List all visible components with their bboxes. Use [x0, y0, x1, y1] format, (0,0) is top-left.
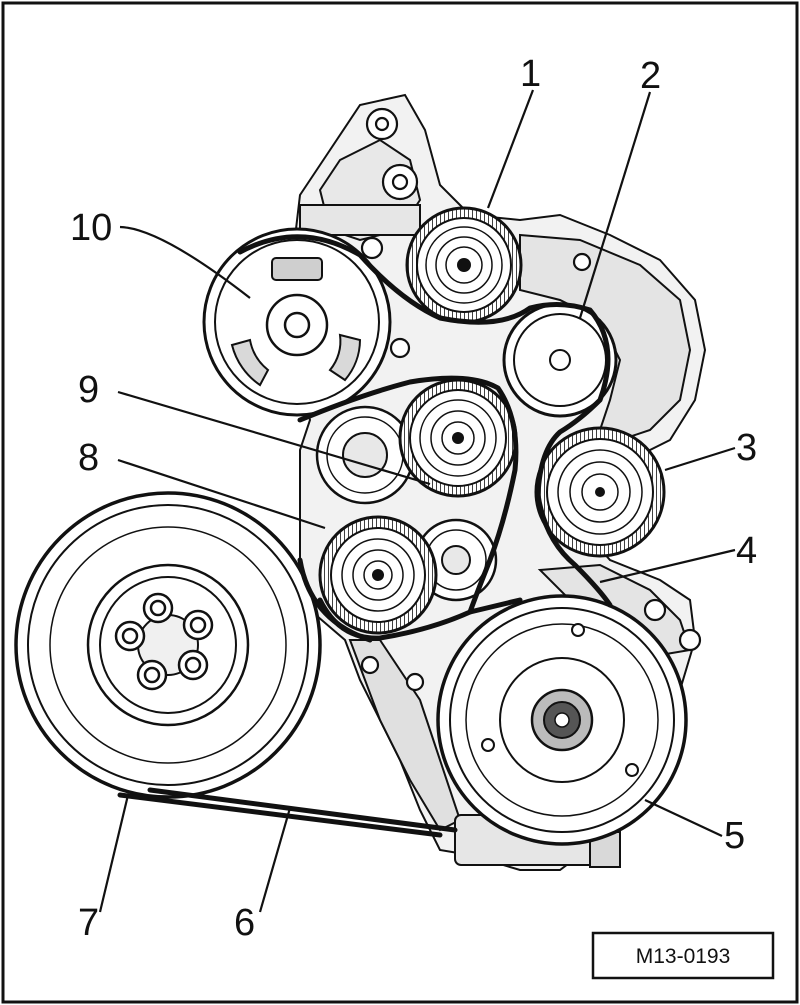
callout-1: 1	[520, 53, 541, 95]
bracket-bolts	[360, 107, 702, 692]
pulley-3	[534, 426, 666, 558]
callout-8: 8	[78, 437, 99, 479]
pulley-1	[405, 206, 523, 324]
pulley-8	[318, 515, 438, 635]
callout-3: 3	[736, 427, 757, 469]
pulley-7	[14, 491, 322, 799]
callout-numbers: 1 2 3 4 5 6 7 8 9 10	[70, 53, 757, 944]
callout-5: 5	[724, 815, 745, 857]
pulley-9	[398, 378, 518, 498]
callout-9: 9	[78, 369, 99, 411]
callout-6: 6	[234, 902, 255, 944]
callout-7: 7	[78, 902, 99, 944]
pulley-5	[436, 594, 688, 846]
idler-behind-9	[315, 405, 415, 505]
reference-code: M13-0193	[636, 945, 731, 968]
callout-2: 2	[640, 55, 661, 97]
callout-4: 4	[736, 530, 757, 572]
callout-10: 10	[70, 207, 112, 249]
reference-box: M13-0193	[591, 931, 775, 980]
leader-lines	[98, 89, 736, 913]
pulley-10	[202, 227, 392, 417]
drive-belts	[117, 234, 613, 838]
